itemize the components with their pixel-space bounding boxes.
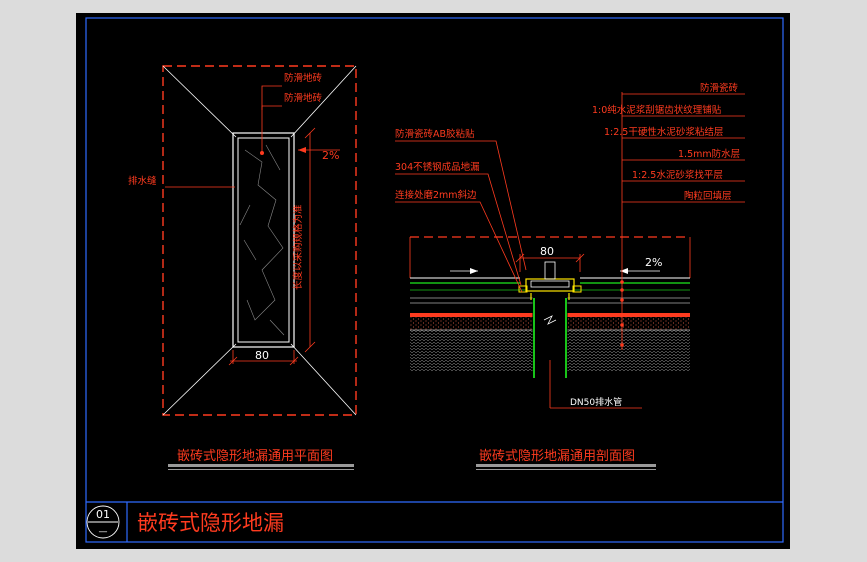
label-ab-glue: 防滑瓷砖AB胶粘贴 bbox=[395, 128, 475, 140]
layer-label-3: 1:2.5干硬性水泥砂浆粘结层 bbox=[604, 126, 723, 138]
title-block: 01 — 嵌砖式隐形地漏 bbox=[86, 505, 284, 539]
plan-label-drain-slot: 排水缝 bbox=[128, 175, 157, 187]
plan-slope: 2% bbox=[322, 149, 339, 162]
label-drain: 304不锈钢成品地漏 bbox=[395, 161, 480, 173]
drawing-sub: — bbox=[99, 527, 108, 537]
layer-label-1: 防滑瓷砖 bbox=[700, 82, 739, 94]
plan-view: 防滑地砖 防滑地砖 排水缝 2% 长度以采购规格为准 80 嵌砖式隐形地漏通用平… bbox=[128, 65, 357, 470]
plan-length-note: 长度以采购规格为准 bbox=[292, 204, 304, 290]
section-slope: 2% bbox=[645, 256, 662, 269]
drawing-frame bbox=[85, 17, 784, 543]
layer-label-5: 1:2.5水泥砂浆找平层 bbox=[632, 169, 723, 181]
pipe-label: DN50排水管 bbox=[570, 396, 622, 408]
label-bevel: 连接处磨2mm斜边 bbox=[395, 189, 477, 201]
layer-label-4: 1.5mm防水层 bbox=[678, 148, 740, 160]
section-width-dim: 80 bbox=[540, 245, 554, 258]
drawing-number: 01 bbox=[96, 508, 110, 521]
layer-label-2: 1:0纯水泥浆刮锯齿状纹理铺贴 bbox=[592, 104, 722, 116]
section-caption: 嵌砖式隐形地漏通用剖面图 bbox=[479, 448, 635, 464]
plan-width-dim: 80 bbox=[255, 349, 269, 362]
section-view: 防滑瓷砖 1:0纯水泥浆刮锯齿状纹理铺贴 1:2.5干硬性水泥砂浆粘结层 1.5… bbox=[395, 82, 745, 470]
plan-caption: 嵌砖式隐形地漏通用平面图 bbox=[177, 448, 333, 464]
plan-label-tile-1: 防滑地砖 bbox=[284, 72, 323, 84]
layer-label-6: 陶粒回填层 bbox=[684, 190, 732, 202]
drawing-title: 嵌砖式隐形地漏 bbox=[137, 511, 284, 535]
drawing-number-circle bbox=[86, 505, 120, 539]
drawing-sheet bbox=[76, 13, 790, 549]
plan-label-tile-2: 防滑地砖 bbox=[284, 92, 323, 104]
